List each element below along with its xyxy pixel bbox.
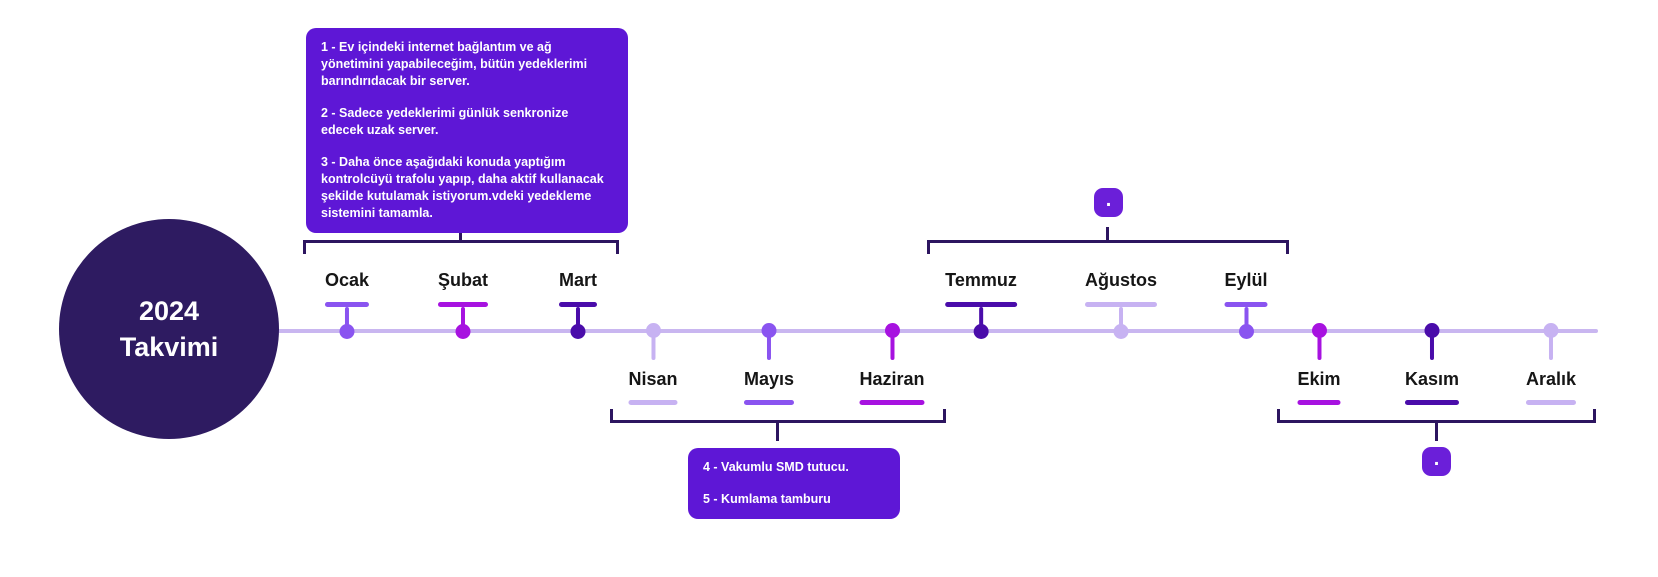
month-şubat[interactable]: Şubat bbox=[424, 269, 502, 339]
month-label: Ocak bbox=[324, 270, 370, 290]
month-dot bbox=[973, 324, 989, 339]
month-mayıs[interactable]: Mayıs bbox=[730, 323, 808, 405]
month-dot bbox=[1311, 323, 1327, 338]
month-label: Kasım bbox=[1404, 369, 1460, 389]
year-title-line1: 2024 bbox=[138, 296, 200, 326]
q3-bracket bbox=[927, 240, 1289, 254]
q4-bracket bbox=[1277, 409, 1596, 423]
month-dot bbox=[339, 324, 355, 339]
month-dot bbox=[761, 323, 777, 338]
month-ocak[interactable]: Ocak bbox=[311, 269, 383, 339]
q4-badge-label: . bbox=[1433, 447, 1440, 470]
q1-bracket bbox=[303, 240, 619, 254]
month-underline-bar bbox=[437, 302, 489, 307]
year-title-line2: Takvimi bbox=[119, 332, 219, 362]
month-mart[interactable]: Mart bbox=[545, 269, 611, 339]
month-underline-bar bbox=[1085, 302, 1157, 307]
note-item: 4 - Vakumlu SMD tutucu. bbox=[703, 460, 849, 474]
q2-bracket bbox=[610, 409, 946, 423]
month-underline-bar bbox=[1404, 400, 1460, 405]
note-item: 3 - Daha önce aşağıdaki konuda yaptığım … bbox=[321, 155, 604, 220]
month-stem bbox=[767, 332, 771, 360]
month-label: Eylül bbox=[1224, 270, 1268, 290]
note-item: 2 - Sadece yedeklerimi günlük senkronize… bbox=[321, 106, 569, 137]
month-label: Nisan bbox=[628, 369, 678, 389]
month-stem bbox=[979, 307, 983, 331]
month-stem bbox=[1317, 332, 1321, 360]
q4-bracket-stem bbox=[1435, 423, 1438, 441]
month-underline-bar bbox=[558, 302, 598, 307]
month-label: Mart bbox=[558, 270, 598, 290]
month-label: Mayıs bbox=[743, 369, 795, 389]
month-dot bbox=[1424, 323, 1440, 338]
year-circle[interactable]: 2024 Takvimi bbox=[59, 219, 279, 439]
year-title: 2024 Takvimi bbox=[120, 293, 219, 365]
month-ekim[interactable]: Ekim bbox=[1283, 323, 1354, 405]
month-label: Aralık bbox=[1525, 369, 1577, 389]
q3-bracket-stem bbox=[1106, 227, 1109, 240]
month-label: Şubat bbox=[437, 270, 489, 290]
month-temmuz[interactable]: Temmuz bbox=[931, 269, 1031, 339]
month-nisan[interactable]: Nisan bbox=[614, 323, 691, 405]
month-eylül[interactable]: Eylül bbox=[1210, 269, 1281, 339]
q3-badge[interactable]: . bbox=[1094, 188, 1123, 217]
month-stem bbox=[1430, 332, 1434, 360]
month-stem bbox=[1243, 307, 1248, 331]
month-stem bbox=[1549, 332, 1553, 360]
q4-badge[interactable]: . bbox=[1422, 447, 1451, 476]
month-underline-bar bbox=[859, 400, 925, 405]
month-dot bbox=[645, 323, 661, 338]
month-underline-bar bbox=[743, 400, 795, 405]
month-underline-bar bbox=[945, 302, 1017, 307]
note-item: 1 - Ev içindeki internet bağlantım ve ağ… bbox=[321, 40, 588, 88]
month-underline-bar bbox=[1525, 400, 1577, 405]
month-label: Haziran bbox=[859, 369, 925, 389]
note-item: 5 - Kumlama tamburu bbox=[703, 492, 831, 506]
month-dot bbox=[1238, 324, 1254, 339]
month-stem bbox=[344, 307, 349, 331]
q2-note-box[interactable]: 4 - Vakumlu SMD tutucu. 5 - Kumlama tambu… bbox=[688, 448, 900, 519]
month-dot bbox=[884, 323, 900, 338]
q3-badge-label: . bbox=[1105, 188, 1112, 211]
month-stem bbox=[575, 307, 580, 331]
month-aralık[interactable]: Aralık bbox=[1512, 323, 1590, 405]
month-underline-bar bbox=[1224, 302, 1268, 307]
month-kasım[interactable]: Kasım bbox=[1391, 323, 1473, 405]
timeline-line bbox=[268, 329, 1598, 333]
month-label: Temmuz bbox=[945, 270, 1017, 290]
month-underline-bar bbox=[324, 302, 370, 307]
month-underline-bar bbox=[628, 400, 678, 405]
month-dot bbox=[570, 324, 586, 339]
q1-note-box[interactable]: 1 - Ev içindeki internet bağlantım ve ağ… bbox=[306, 28, 628, 233]
month-haziran[interactable]: Haziran bbox=[845, 323, 938, 405]
month-label: Ekim bbox=[1297, 369, 1341, 389]
month-dot bbox=[1543, 323, 1559, 338]
month-dot bbox=[1113, 324, 1129, 339]
month-ağustos[interactable]: Ağustos bbox=[1071, 269, 1171, 339]
month-stem bbox=[890, 332, 894, 360]
month-stem bbox=[651, 332, 655, 360]
month-label: Ağustos bbox=[1085, 270, 1157, 290]
q2-bracket-stem bbox=[776, 423, 779, 441]
q1-bracket-stem bbox=[459, 227, 462, 240]
month-underline-bar bbox=[1297, 400, 1341, 405]
month-stem bbox=[1119, 307, 1123, 331]
month-dot bbox=[455, 324, 471, 339]
month-stem bbox=[460, 307, 465, 331]
